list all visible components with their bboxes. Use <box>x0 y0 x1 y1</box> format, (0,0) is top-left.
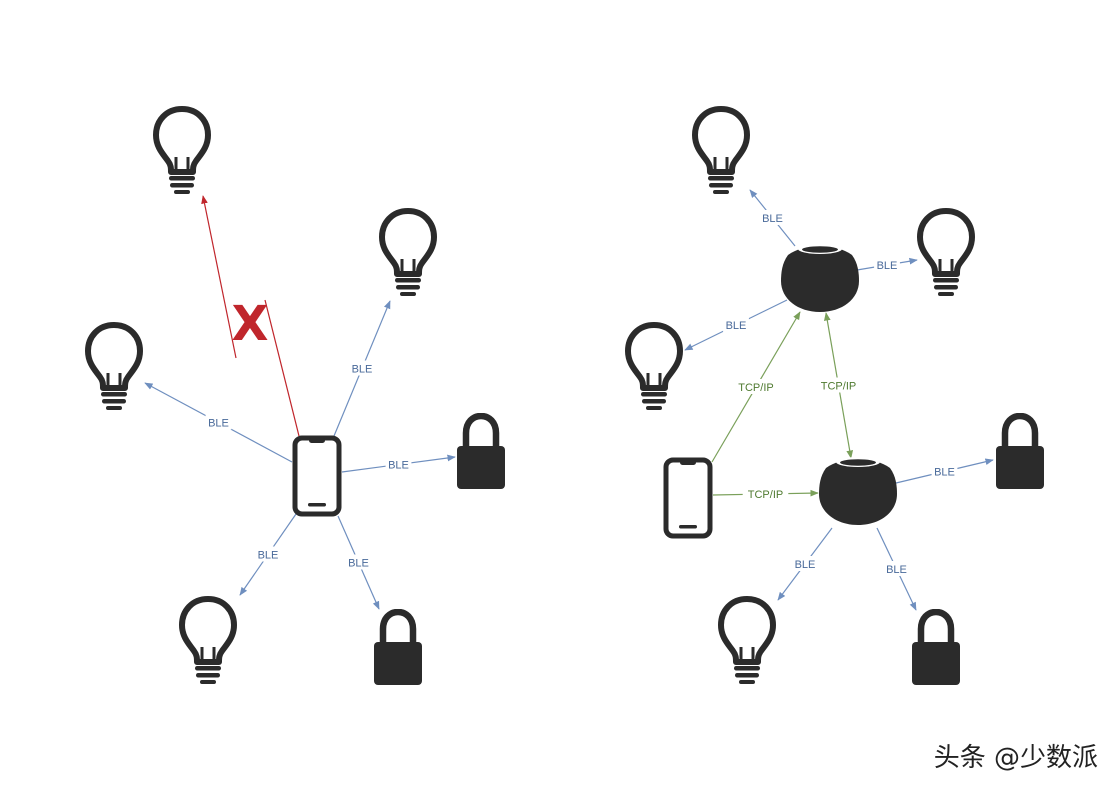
padlock-icon <box>912 612 960 685</box>
edge-label-bg <box>349 360 375 376</box>
ble-edge-label: BLE <box>208 418 229 430</box>
padlock-icon <box>457 416 505 489</box>
lightbulb-icon <box>721 599 773 684</box>
lightbulb-icon <box>88 325 140 410</box>
edge-label-bg <box>759 210 786 225</box>
tcp-edge-label: TCP/IP <box>738 382 773 394</box>
padlock-icon <box>374 612 422 685</box>
padlock-icon <box>996 416 1044 489</box>
lightbulb-icon <box>182 599 234 684</box>
tcp-edge-label: TCP/IP <box>821 381 856 393</box>
lightbulb-icon <box>920 211 972 296</box>
ble-edge-label: BLE <box>348 558 369 570</box>
ble-edge-label: BLE <box>726 320 747 332</box>
blocked-edge-arrow <box>201 195 237 359</box>
edge-label-bg <box>723 317 749 332</box>
lightbulb-icon <box>382 211 434 296</box>
edge-label-bg <box>931 463 958 479</box>
edge-label-bg <box>205 414 232 430</box>
lightbulb-icon <box>695 109 747 194</box>
edge-label-bg <box>874 257 900 272</box>
ble-edge-label: BLE <box>795 559 816 571</box>
phone-icon <box>666 460 710 536</box>
nodes-layer <box>88 109 1044 685</box>
edge-label-bg <box>385 456 412 472</box>
edge-label-bg <box>742 486 789 501</box>
blocked-edge-segment <box>264 299 300 437</box>
ble-edge-label: BLE <box>886 564 907 576</box>
edge-label-bg <box>792 556 818 571</box>
smart-speaker-icon <box>781 244 859 312</box>
ble-edge-label: BLE <box>762 213 783 225</box>
ble-edge-label: BLE <box>258 550 279 562</box>
blocked-connection-x: X <box>231 296 268 352</box>
smart-speaker-icon <box>819 457 897 525</box>
labels-layer: BLE BLE BLE BLE BLE BLE BLE BLE TCP/IP TCP/IP TCP/… <box>205 210 958 576</box>
watermark: 头条 @少数派 <box>934 743 1098 773</box>
ble-edge-label: BLE <box>877 260 898 272</box>
edge-label-bg <box>255 546 281 562</box>
tcp-edge-label: TCP/IP <box>748 489 783 501</box>
edge-label-bg <box>733 379 779 394</box>
edge-label-bg <box>345 554 372 570</box>
ble-edge-label: BLE <box>934 467 955 479</box>
phone-icon <box>295 438 339 514</box>
edge-label-bg <box>815 377 862 393</box>
ble-edge-label: BLE <box>352 364 373 376</box>
edge-label-bg <box>883 561 910 576</box>
ble-edge-label: BLE <box>388 460 409 472</box>
lightbulb-icon <box>156 109 208 194</box>
lightbulb-icon <box>628 325 680 410</box>
